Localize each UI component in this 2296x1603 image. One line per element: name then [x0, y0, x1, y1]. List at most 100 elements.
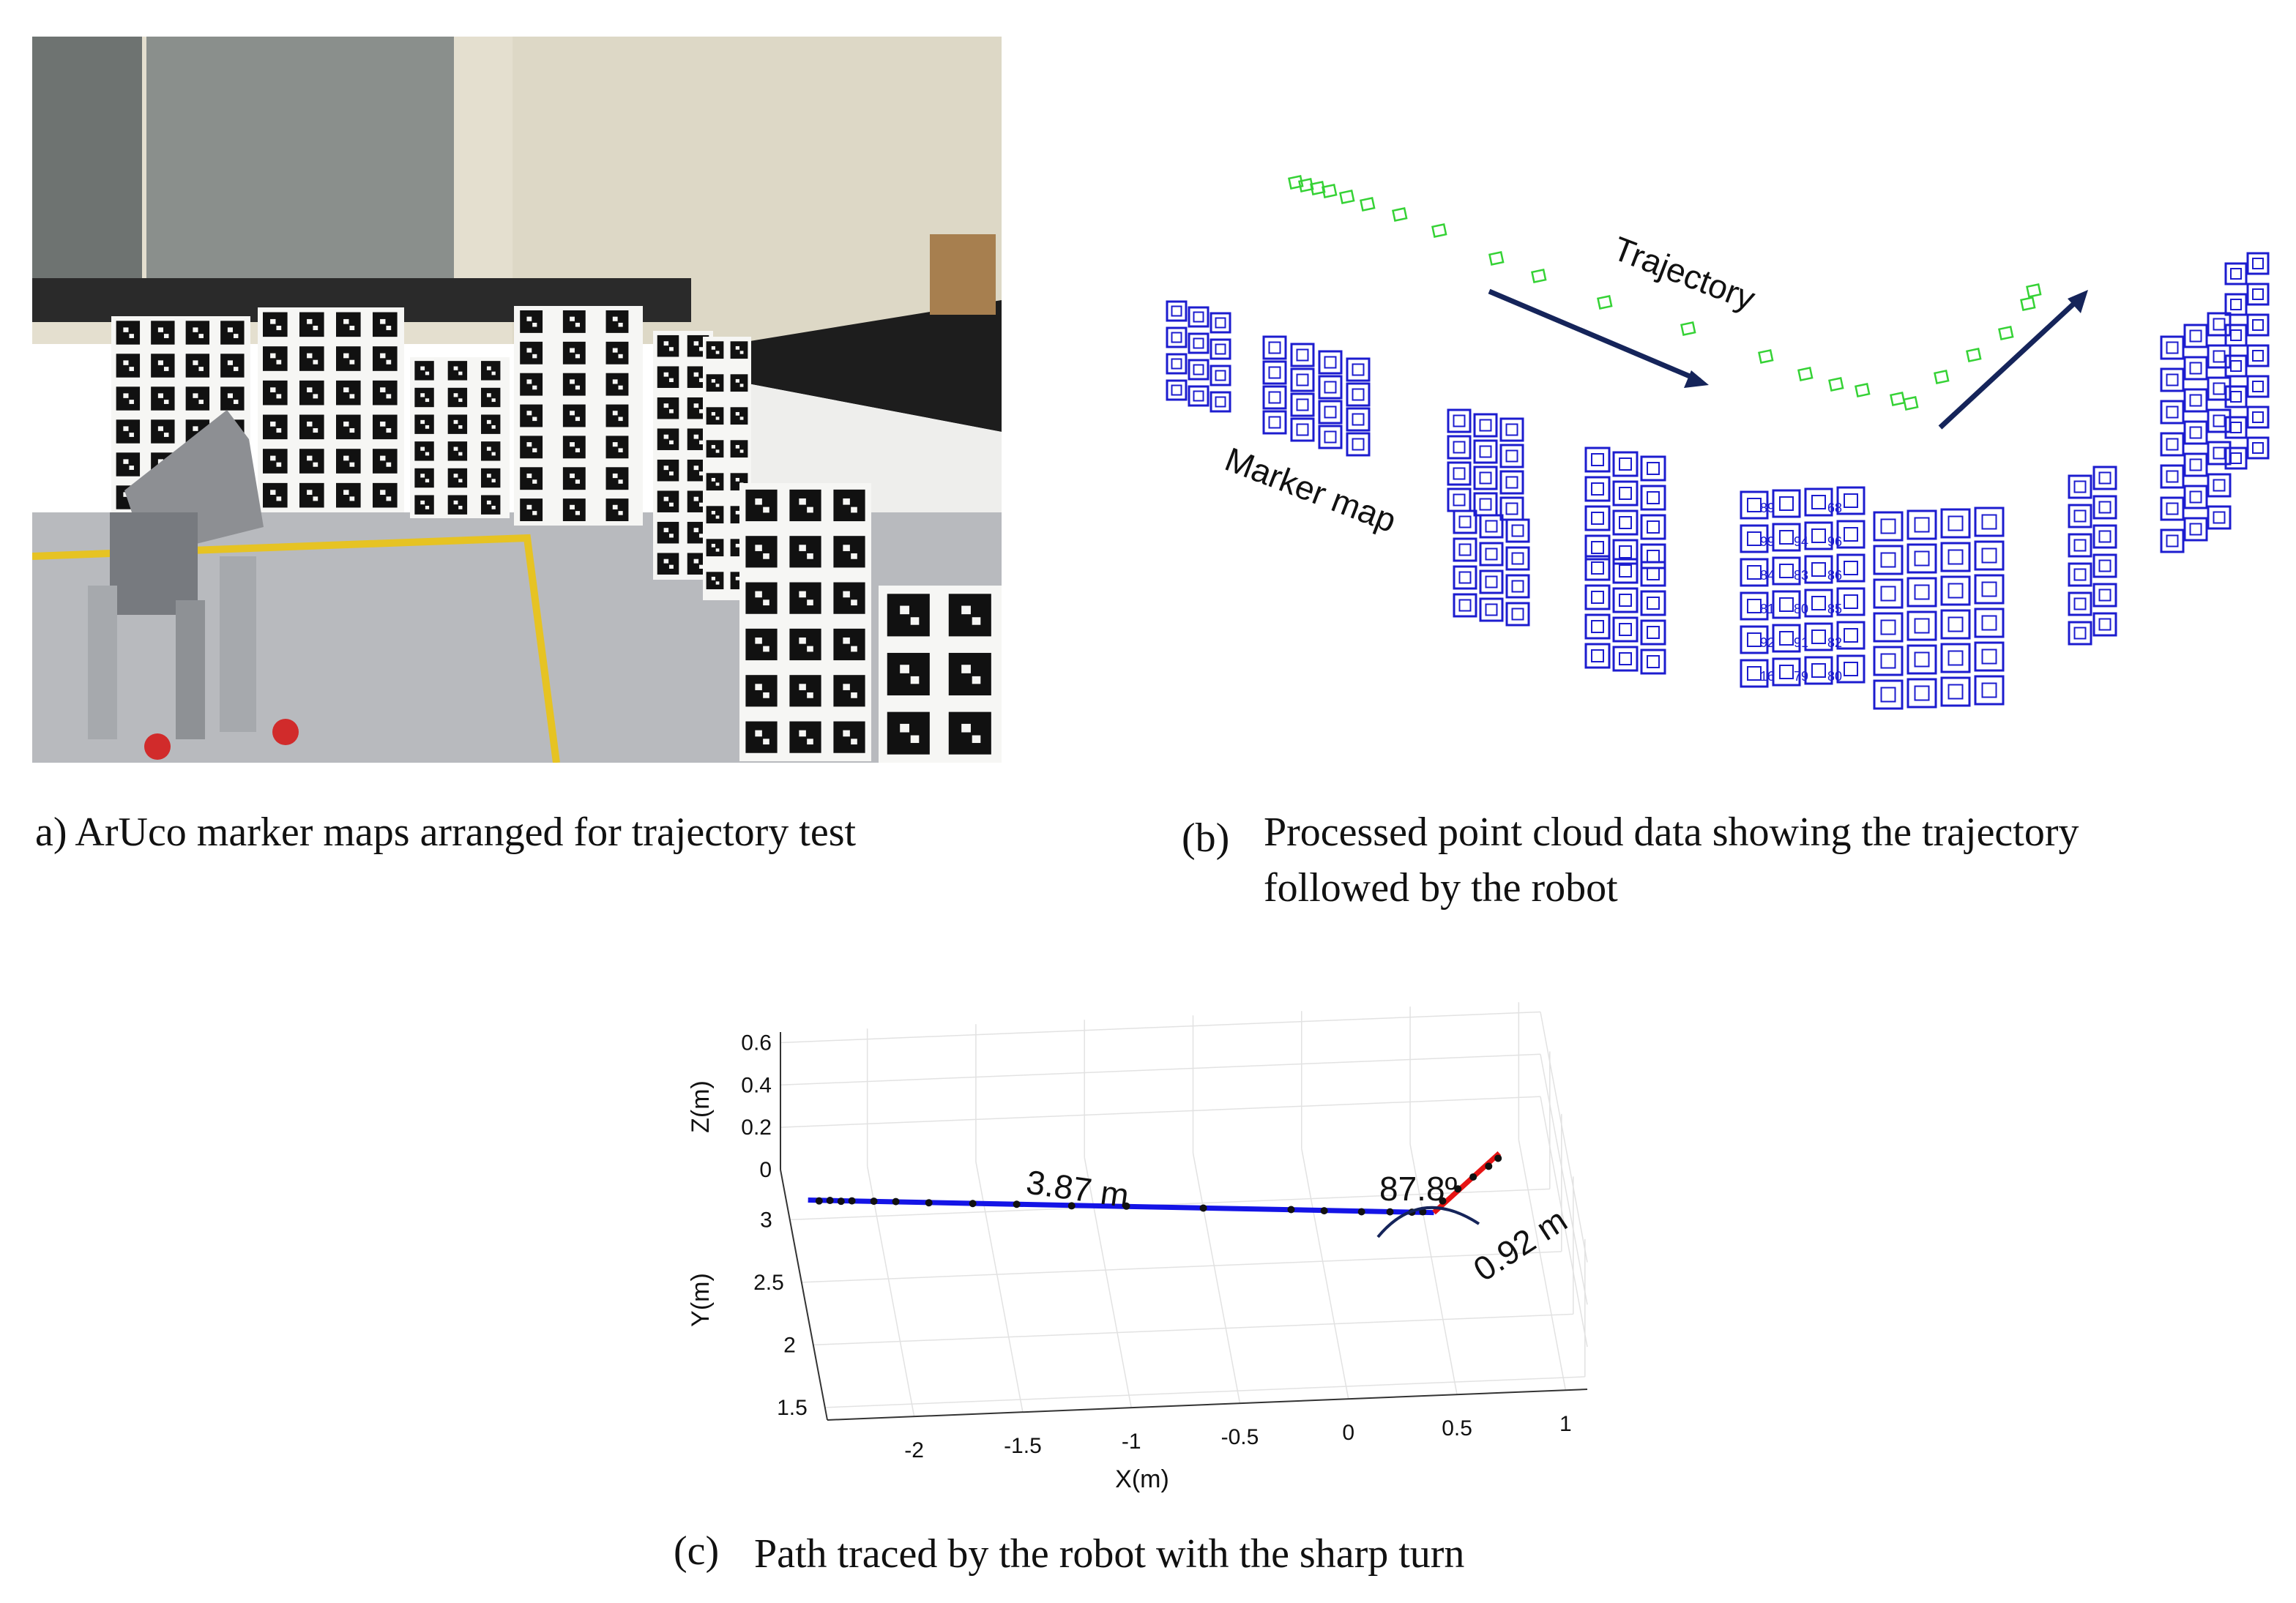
aruco-marker-cell: [668, 534, 674, 538]
aruco-marker-cell: [163, 367, 169, 371]
marker-square: [1612, 646, 1639, 672]
aruco-marker-cell: [711, 477, 715, 482]
marker-square-inner: [2166, 502, 2179, 515]
aruco-marker: [745, 675, 778, 707]
aruco-marker-cell: [735, 510, 739, 515]
aruco-marker-cell: [227, 360, 233, 365]
marker-square-inner: [1619, 545, 1632, 558]
aruco-marker: [789, 675, 821, 707]
marker-id: 92: [1760, 635, 1775, 650]
marker-square-inner: [2252, 288, 2264, 300]
aruco-marker-cell: [380, 490, 386, 495]
marker-square: [1873, 545, 1904, 575]
marker-square-inner: [1591, 541, 1604, 554]
marker-square-inner: [1844, 527, 1858, 542]
marker-square: [1772, 489, 1801, 518]
aruco-marker: [730, 440, 748, 458]
aruco-marker-cell: [532, 385, 537, 390]
aruco-marker-cell: [307, 387, 313, 392]
marker-square: [1873, 511, 1904, 542]
marker-square-inner: [2166, 341, 2179, 354]
marker-square-inner: [1458, 543, 1472, 556]
aruco-marker-cell: [386, 394, 392, 399]
aruco-marker-cell: [526, 316, 532, 321]
marker-square: [1640, 561, 1666, 587]
marker-square-inner: [1511, 608, 1524, 621]
aruco-marker-cell: [807, 739, 813, 745]
marker-square-inner: [2098, 618, 2112, 631]
marker-square-inner: [1981, 615, 1997, 631]
marker-square: [1473, 439, 1498, 464]
marker-square: [1640, 485, 1666, 511]
marker-square: [2068, 533, 2092, 558]
marker-square: [2183, 388, 2208, 413]
aruco-marker: [706, 374, 724, 392]
path-segment-1: [808, 1197, 1434, 1216]
aruco-marker: [414, 441, 434, 461]
marker-square: [1479, 514, 1504, 539]
marker-square: [1346, 357, 1371, 382]
marker-square-inner: [2213, 350, 2226, 363]
aruco-marker-cell: [123, 393, 129, 398]
marker-square-inner: [1591, 453, 1604, 466]
aruco-marker-cell: [715, 416, 720, 420]
marker-square-inner: [1591, 620, 1604, 633]
aruco-marker: [481, 361, 501, 381]
aruco-marker-cell: [420, 366, 425, 370]
aruco-marker-cell: [129, 334, 134, 338]
marker-square-inner: [2073, 627, 2087, 640]
aruco-marker: [336, 414, 361, 440]
aruco-marker: [948, 652, 991, 696]
aruco-marker-cell: [425, 479, 430, 483]
aruco-marker: [520, 436, 543, 459]
marker-square-inner: [1880, 552, 1896, 568]
aruco-marker-cell: [910, 676, 920, 684]
aruco-marker: [299, 414, 324, 440]
aruco-marker: [481, 441, 501, 461]
aruco-marker-cell: [807, 692, 813, 698]
caption-b-label: (b): [1182, 815, 1230, 861]
marker-square-inner: [1779, 564, 1794, 578]
marker-square: [2224, 262, 2248, 285]
aruco-marker-cell: [420, 393, 425, 397]
marker-square: [1166, 379, 1188, 401]
marker-square: [1804, 487, 1833, 517]
aruco-marker-cell: [491, 452, 496, 456]
marker-square-inner: [1880, 518, 1896, 534]
aruco-marker: [706, 572, 724, 590]
marker-square-inner: [1458, 599, 1472, 612]
z-tick-label: 0.6: [741, 1031, 772, 1055]
trajectory-point: [1890, 392, 1906, 407]
aruco-marker: [481, 414, 501, 434]
marker-square: [1584, 505, 1611, 531]
marker-square-inner: [1485, 548, 1498, 561]
marker-square: [1873, 679, 1904, 710]
marker-square-inner: [2230, 391, 2242, 403]
aruco-marker: [605, 341, 629, 365]
marker-square-inner: [2213, 414, 2226, 427]
aruco-marker: [706, 341, 724, 359]
trajectory-point: [1828, 377, 1844, 392]
aruco-marker-cell: [386, 496, 392, 501]
aruco-marker-cell: [380, 318, 386, 324]
aruco-marker-cell: [420, 446, 425, 451]
marker-square: [1740, 490, 1769, 520]
z-axis-label: Z(m): [687, 1080, 715, 1133]
aruco-marker-cell: [532, 479, 537, 484]
marker-square: [1346, 382, 1371, 407]
aruco-marker-cell: [900, 665, 909, 673]
marker-square: [1974, 540, 2005, 571]
aruco-marker-cell: [663, 372, 669, 377]
aruco-marker-cell: [129, 433, 134, 437]
path-point: [870, 1197, 878, 1206]
marker-square: [1453, 537, 1477, 562]
marker-square-inner: [1479, 419, 1492, 432]
aruco-marker: [605, 373, 629, 396]
aruco-marker-cell: [711, 378, 715, 383]
aruco-marker-cell: [668, 347, 674, 351]
marker-square-inner: [1811, 629, 1826, 644]
marker-square-inner: [1591, 561, 1604, 575]
marker-square-inner: [1844, 594, 1858, 609]
aruco-marker-cell: [663, 558, 669, 564]
z-tick-label: 0.4: [741, 1073, 772, 1097]
